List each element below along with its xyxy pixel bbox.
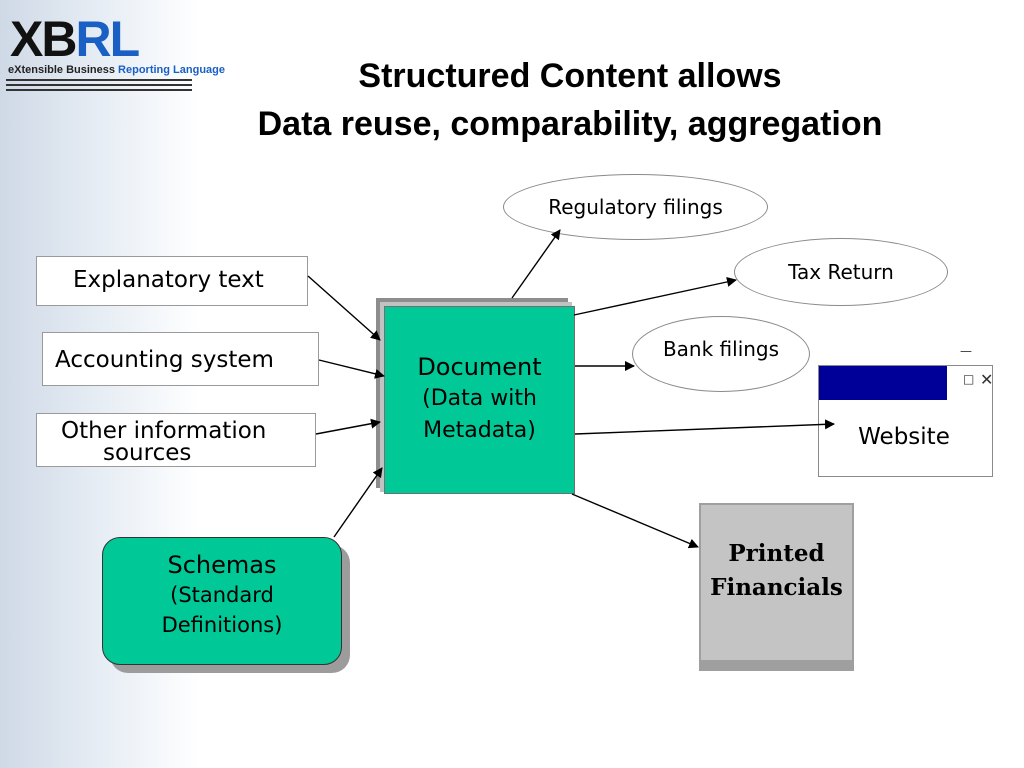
arrow-document-to-printed	[571, 493, 699, 549]
minimize-icon: —	[960, 344, 972, 358]
arrow-other-to-document	[315, 418, 381, 435]
regulatory-filings-ellipse: Regulatory filings	[503, 174, 768, 240]
close-icon: ✕	[980, 370, 994, 389]
tax-return-label: Tax Return	[788, 260, 894, 284]
website-label: Website	[858, 424, 950, 450]
logo-wordmark: XBRL	[10, 11, 140, 67]
bank-filings-ellipse: Bank filings	[632, 316, 810, 392]
regulatory-filings-label: Regulatory filings	[548, 195, 723, 219]
other-information-sources-box: Other information sources	[36, 413, 316, 467]
printed-financials-line2: Financials	[710, 574, 843, 601]
website-window: Website	[818, 365, 993, 477]
arrow-document-to-regulatory	[511, 229, 561, 299]
arrow-explanatory-to-document	[307, 275, 381, 341]
logo-subtitle-part2: Reporting Language	[118, 64, 225, 76]
logo-lines-decoration	[6, 79, 192, 91]
title-line-1: Structured Content allows	[358, 57, 782, 95]
arrow-accounting-to-document	[318, 359, 385, 379]
printed-financials-line1: Printed	[728, 540, 825, 567]
document-box: Document (Data with Metadata)	[384, 306, 575, 494]
logo-letters-rl: RL	[75, 11, 140, 67]
tax-return-ellipse: Tax Return	[734, 238, 948, 306]
arrow-schemas-to-document	[333, 467, 383, 538]
logo-subtitle: eXtensible Business Reporting Language	[8, 64, 225, 76]
logo-letters-xb: XB	[10, 11, 77, 67]
title-line-2: Data reuse, comparability, aggregation	[257, 105, 883, 143]
accounting-system-label: Accounting system	[55, 347, 274, 373]
document-sub-line2: Metadata)	[423, 418, 536, 443]
website-titlebar	[819, 366, 947, 400]
accounting-system-box: Accounting system	[42, 332, 319, 386]
other-information-label-line2: sources	[103, 440, 192, 466]
arrow-document-to-website	[574, 419, 835, 435]
schemas-box: Schemas (Standard Definitions)	[102, 537, 342, 665]
schemas-sub-line1: (Standard	[170, 583, 274, 607]
schemas-sub-line2: Definitions)	[161, 613, 283, 637]
explanatory-text-box: Explanatory text	[36, 256, 308, 306]
slide-title: Structured Content allows Data reuse, co…	[180, 52, 960, 148]
maximize-icon: □	[963, 372, 975, 386]
explanatory-text-label: Explanatory text	[73, 267, 264, 293]
xbrl-logo: XBRL eXtensible Business Reporting Langu…	[6, 10, 225, 91]
logo-subtitle-part1: eXtensible Business	[8, 64, 119, 76]
bank-filings-label: Bank filings	[662, 337, 780, 361]
printed-financials-box: Printed Financials	[701, 505, 852, 660]
document-label: Document	[417, 353, 542, 381]
other-information-label-line1: Other information	[61, 418, 267, 444]
document-sub-line1: (Data with	[422, 386, 537, 411]
schemas-label: Schemas	[167, 551, 277, 579]
arrow-document-to-tax	[573, 277, 737, 316]
